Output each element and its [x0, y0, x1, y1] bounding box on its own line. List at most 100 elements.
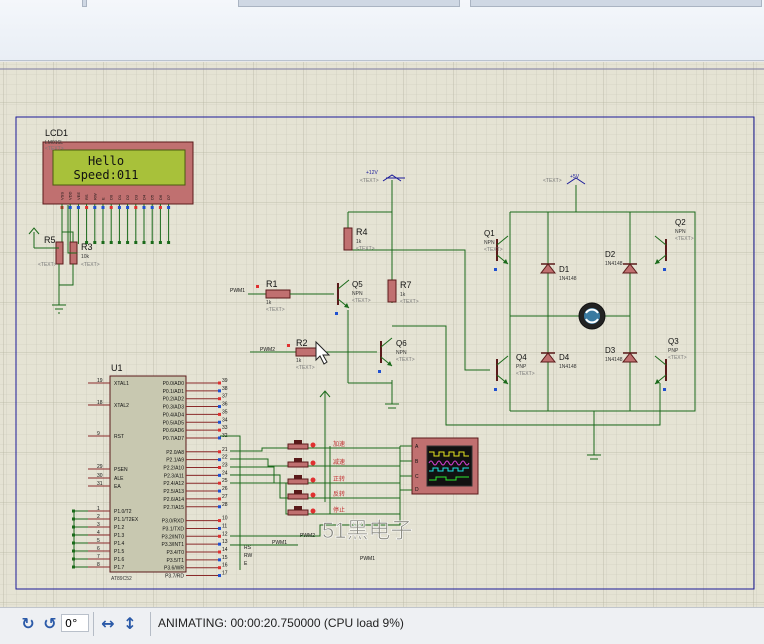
lcd-bus-node [150, 241, 154, 244]
r3-value: 10k [81, 254, 90, 260]
mcu-pin-number: 3 [97, 522, 100, 528]
diode-d1[interactable]: D1 1N4148 [539, 263, 577, 282]
lcd-pin-state [158, 206, 162, 209]
push-button-1[interactable]: 加速 [230, 440, 400, 452]
q3-text: <TEXT> [668, 355, 687, 361]
push-button-5[interactable]: 停止 [230, 482, 400, 516]
push-button-4[interactable]: 反转 [230, 474, 400, 500]
lcd-pin-state [167, 206, 171, 209]
watermark: 51黑电子 [322, 518, 412, 543]
resistor-r4[interactable]: R4 1k <TEXT> [343, 227, 375, 252]
mcu-pin-name: P1.3 [114, 533, 125, 539]
d1-ref: D1 [559, 265, 570, 274]
r5-text: <TEXT> [38, 262, 57, 268]
push-button-2[interactable]: 减速 [230, 458, 400, 468]
rotation-input[interactable]: 0° [61, 614, 89, 632]
mcu-pin-state [218, 389, 221, 393]
q2-text: <TEXT> [675, 236, 694, 242]
ground-q6 [347, 310, 399, 409]
lcd-pin-label: D7 [166, 194, 171, 200]
mcu-pin-number: 1 [97, 506, 100, 512]
mcu-pin-number: 16 [222, 563, 228, 569]
pwm1-scope-label: PWM1 [360, 556, 375, 562]
lcd-pin-label: RW [92, 193, 97, 200]
lcd-line2: Speed:011 [73, 168, 138, 182]
mcu-pin-number: 30 [97, 473, 103, 479]
power-left: +12V <TEXT> [360, 170, 405, 240]
mcu-pin-state [218, 519, 221, 523]
q2-type: NPN [675, 229, 686, 235]
mcu-pin-name: P0.4/AD4 [163, 412, 185, 418]
lcd-pin-label: D2 [125, 194, 130, 200]
mcu-pin-state [218, 381, 221, 385]
mcu-pin-state [218, 534, 221, 538]
pwm2-mcu-label: PWM2 [300, 533, 315, 539]
r1-value: 1k [266, 300, 272, 306]
mcu-pin-number: 26 [222, 486, 228, 492]
mcu-pin-name: P1.6 [114, 557, 125, 563]
mcu-pin-name: P3.7/RD [165, 574, 184, 580]
d1-model: 1N4148 [559, 276, 577, 282]
resistor-r7[interactable]: R7 1k <TEXT> [387, 279, 419, 305]
resistor-r1[interactable]: PWM1 R1 1k <TEXT> [230, 279, 334, 313]
mcu-pin-state [218, 558, 221, 562]
lcd-pin-label: E [101, 197, 106, 200]
rotate-cw-icon[interactable]: ↻ [21, 614, 35, 633]
q5-ref: Q5 [352, 280, 363, 289]
motor[interactable] [578, 302, 606, 330]
q1-ref: Q1 [484, 229, 495, 238]
mirror-horizontal-icon[interactable]: ↔ [101, 614, 115, 633]
scope-pin-c: C [415, 474, 419, 480]
mcu-pin-number: 25 [222, 478, 228, 484]
mcu-pin-name: EA [114, 484, 121, 490]
d3-model: 1N4148 [605, 357, 623, 363]
mcu-pin-name: PSEN [114, 467, 128, 473]
mcu-pin-number: 24 [222, 470, 228, 476]
mcu-bottom-labels: RS RW E [244, 545, 253, 567]
mcu-pin-name: P2.3/A11 [164, 473, 184, 479]
lcd-pin-state [76, 206, 80, 209]
q5-type: NPN [352, 291, 363, 297]
r7-value: 1k [400, 292, 406, 298]
power-right: +5V <TEXT> [543, 174, 586, 212]
mcu-pin-state [218, 497, 221, 501]
lcd-pin-label: D3 [133, 194, 138, 200]
lcd-bus-node [109, 241, 113, 244]
d4-ref: D4 [559, 353, 570, 362]
transistors[interactable]: Q1NPN<TEXT>Q2NPN<TEXT>Q3PNP<TEXT>Q4PNP<T… [335, 218, 694, 391]
mcu-pin-state [218, 505, 221, 509]
lcd-text-placeholder: <TEXT> [45, 146, 64, 152]
oscilloscope[interactable]: A B C D [400, 437, 479, 495]
mirror-vertical-icon[interactable]: ↕ [123, 614, 137, 633]
mcu-pin-state [218, 473, 221, 477]
mcu-pin-state [218, 542, 221, 546]
q4-text: <TEXT> [516, 371, 535, 377]
q1-text: <TEXT> [484, 247, 503, 253]
sheet-border [15, 116, 755, 590]
lcd-pin-state [142, 206, 146, 209]
lcd-pin-label: RS [84, 194, 89, 200]
mcu-pin-number: 8 [97, 562, 100, 568]
q2-ref: Q2 [675, 218, 686, 227]
r7-ref: R7 [400, 280, 412, 290]
lcd-pin-state [68, 206, 72, 209]
top-toolbar-area [0, 0, 764, 61]
rotate-ccw-icon[interactable]: ↺ [43, 614, 57, 633]
mcu-pin-number: 34 [222, 417, 228, 423]
mcu-pin-number: 7 [97, 554, 100, 560]
